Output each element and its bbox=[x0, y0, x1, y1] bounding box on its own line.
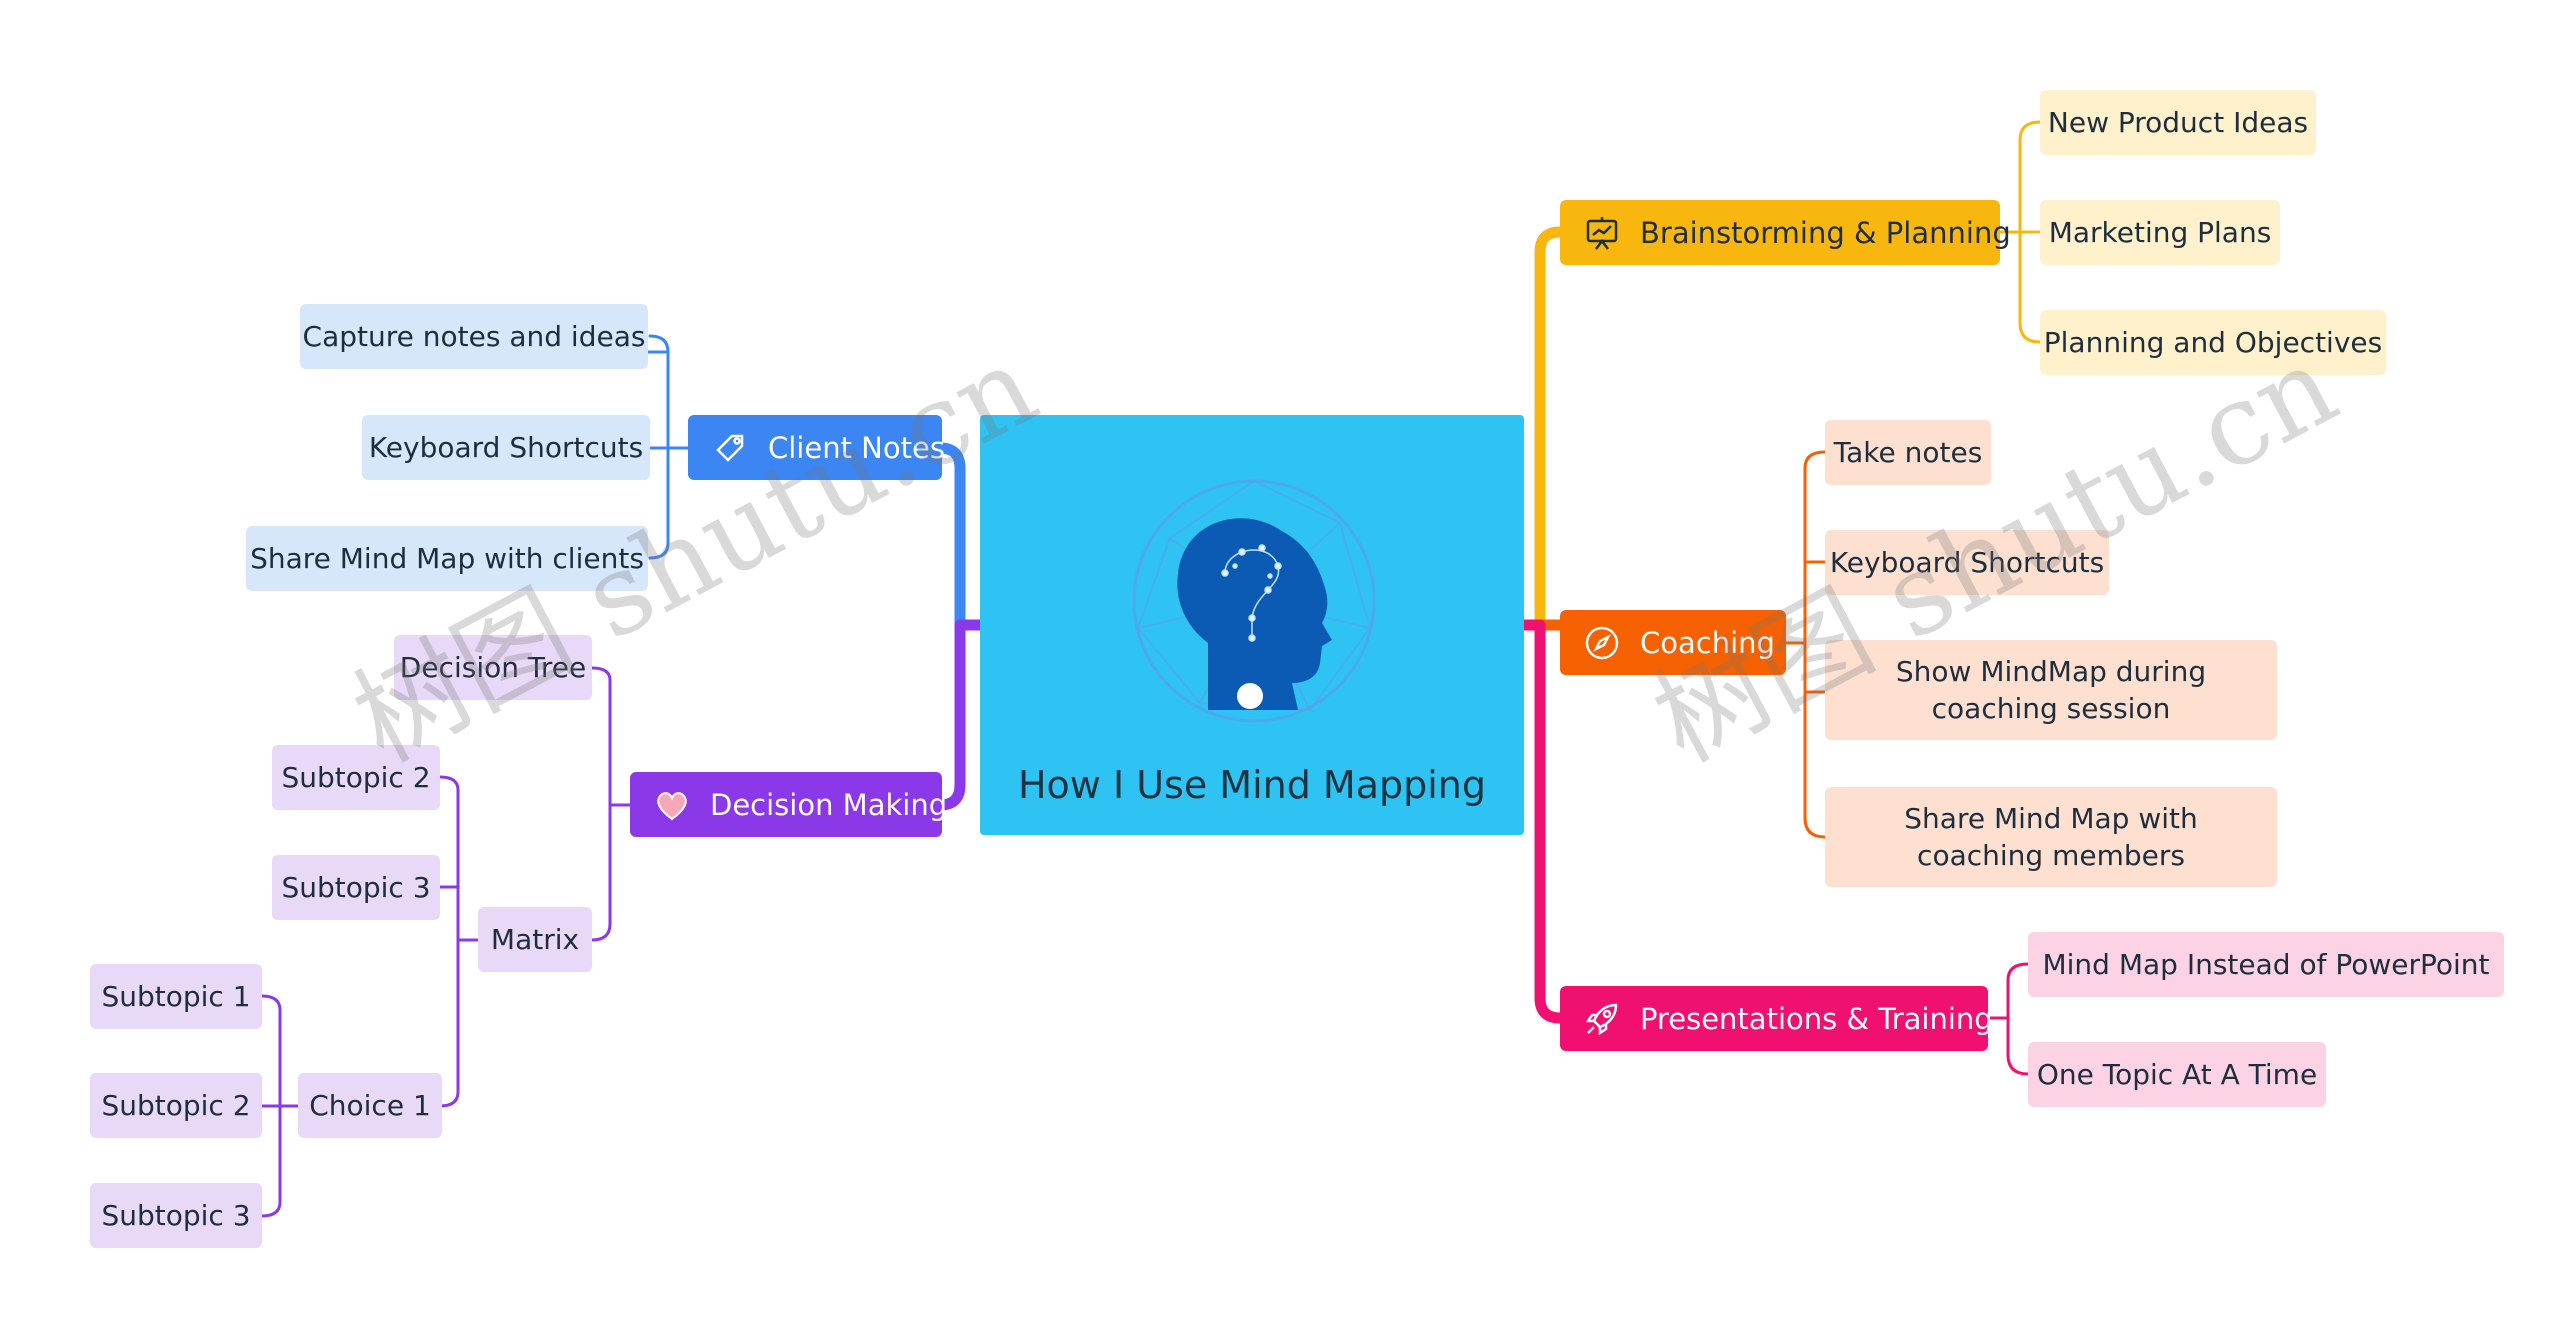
branch-presentations-label: Presentations & Training bbox=[1640, 1001, 1993, 1036]
link-center-pres bbox=[1518, 619, 1566, 1024]
heart-icon bbox=[652, 785, 692, 825]
link-center-brain bbox=[1518, 226, 1566, 631]
branch-brainstorming-label: Brainstorming & Planning bbox=[1640, 215, 2011, 250]
link-center-decision bbox=[934, 619, 986, 811]
tag-icon bbox=[710, 428, 750, 468]
compass-icon bbox=[1582, 623, 1622, 663]
decision-tree-node[interactable]: Decision Tree bbox=[394, 635, 592, 700]
coaching-item[interactable]: Share Mind Map with coaching members bbox=[1825, 787, 2277, 887]
presentations-item[interactable]: Mind Map Instead of PowerPoint bbox=[2028, 932, 2504, 997]
branch-decision-making[interactable]: Decision Making bbox=[630, 772, 947, 837]
client-notes-item[interactable]: Keyboard Shortcuts bbox=[362, 415, 650, 480]
choice-subtopic[interactable]: Subtopic 1 bbox=[90, 964, 262, 1029]
client-notes-item[interactable]: Capture notes and ideas bbox=[300, 304, 648, 369]
branch-coaching[interactable]: Coaching bbox=[1560, 610, 1786, 675]
central-topic-title: How I Use Mind Mapping bbox=[1017, 763, 1487, 807]
matrix-subtopic[interactable]: Subtopic 3 bbox=[272, 855, 440, 920]
choice-node[interactable]: Choice 1 bbox=[298, 1073, 442, 1138]
presentation-board-icon bbox=[1582, 213, 1622, 253]
branch-presentations-training[interactable]: Presentations & Training bbox=[1560, 986, 1993, 1051]
branch-client-notes-label: Client Notes bbox=[768, 430, 945, 465]
central-topic[interactable]: How I Use Mind Mapping bbox=[980, 415, 1524, 835]
brainstorming-item[interactable]: New Product Ideas bbox=[2040, 90, 2316, 155]
brainstorming-item[interactable]: Planning and Objectives bbox=[2040, 310, 2386, 375]
matrix-subtopic[interactable]: Subtopic 2 bbox=[272, 745, 440, 810]
brainstorming-item[interactable]: Marketing Plans bbox=[2040, 200, 2280, 265]
coaching-item[interactable]: Keyboard Shortcuts bbox=[1825, 530, 2109, 595]
coaching-item[interactable]: Show MindMap during coaching session bbox=[1825, 640, 2277, 740]
rocket-icon bbox=[1582, 999, 1622, 1039]
presentations-item[interactable]: One Topic At A Time bbox=[2028, 1042, 2326, 1107]
coaching-item[interactable]: Take notes bbox=[1825, 420, 1991, 485]
thinking-head-question-icon bbox=[1132, 479, 1376, 723]
branch-client-notes[interactable]: Client Notes bbox=[688, 415, 945, 480]
branch-decision-making-label: Decision Making bbox=[710, 787, 948, 822]
choice-subtopic[interactable]: Subtopic 2 bbox=[90, 1073, 262, 1138]
branch-brainstorming-planning[interactable]: Brainstorming & Planning bbox=[1560, 200, 2011, 265]
branch-coaching-label: Coaching bbox=[1640, 625, 1775, 660]
link-center-client bbox=[934, 442, 986, 631]
matrix-node[interactable]: Matrix bbox=[478, 907, 592, 972]
choice-subtopic[interactable]: Subtopic 3 bbox=[90, 1183, 262, 1248]
client-notes-item[interactable]: Share Mind Map with clients bbox=[246, 526, 648, 591]
